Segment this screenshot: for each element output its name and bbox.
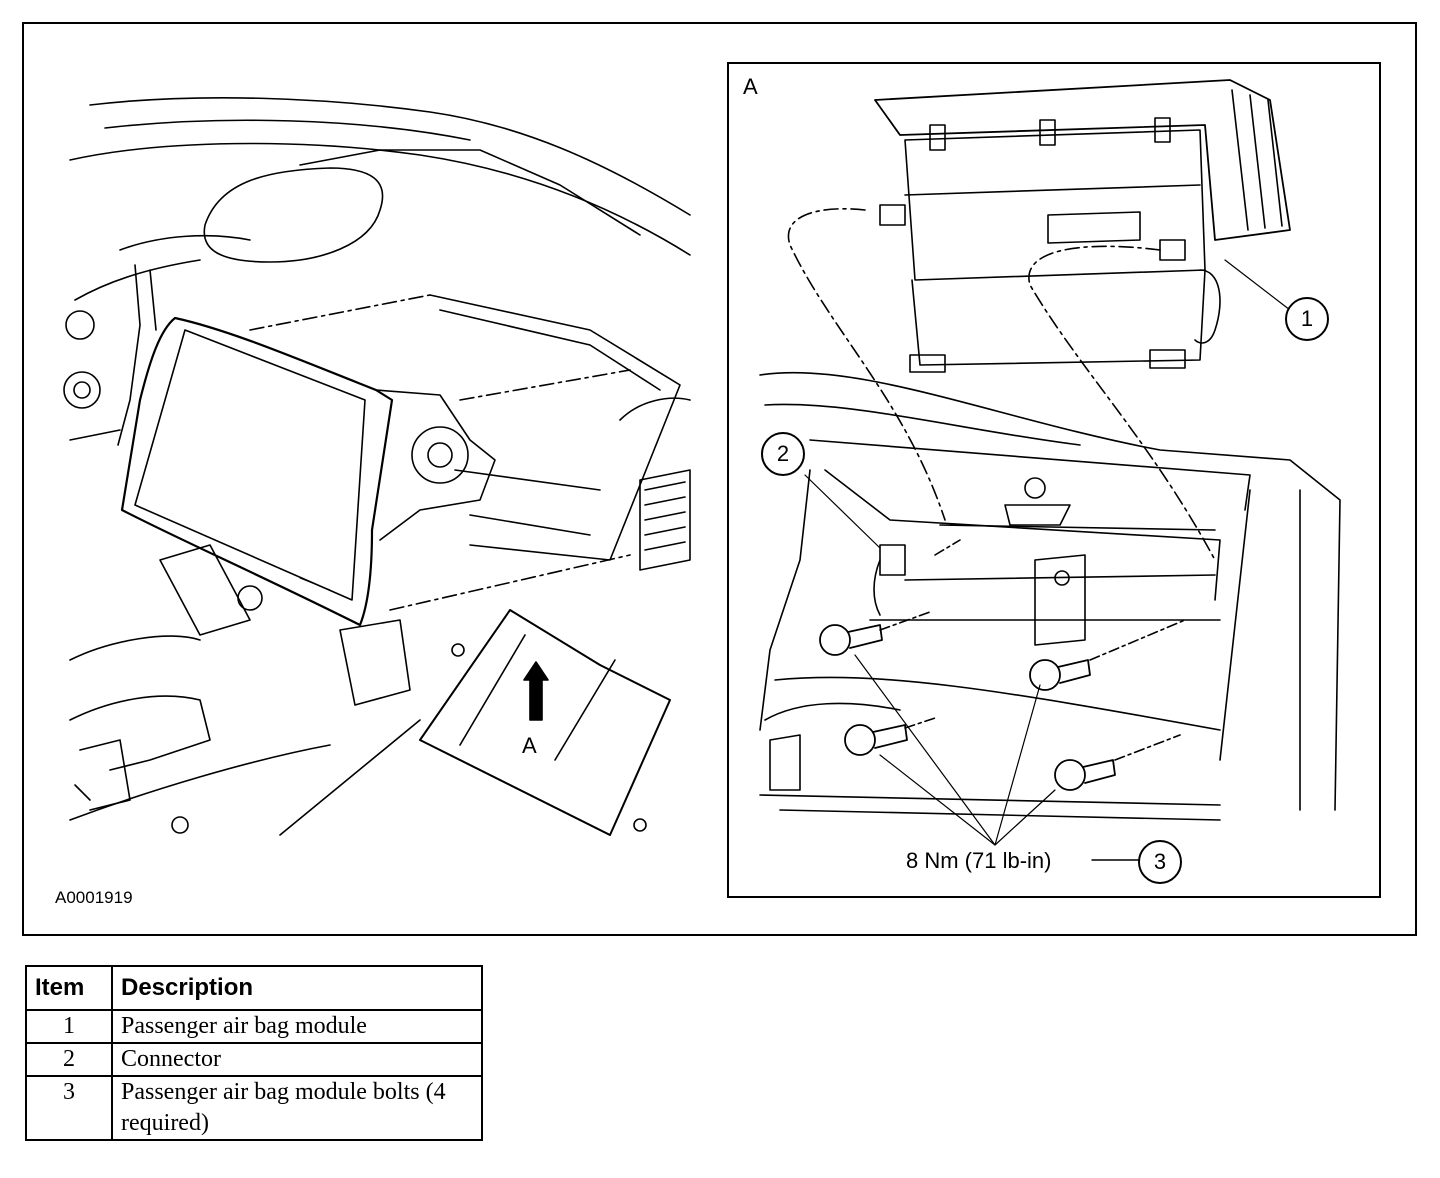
table-row: 3 Passenger air bag module bolts (4 requ… [25,1075,483,1141]
item-number: 1 [25,1009,113,1044]
callout-2: 2 [761,432,805,476]
bolt-group [819,624,1116,791]
description-header: Description [111,965,483,1011]
item-number: 3 [25,1075,113,1141]
item-number: 2 [25,1042,113,1077]
item-description: Connector [111,1042,483,1077]
item-description: Passenger air bag module [111,1009,483,1044]
table-row: 2 Connector [25,1042,483,1077]
figure-id: A0001919 [55,888,133,907]
callout-1: 1 [1285,297,1329,341]
detail-a-label: A [743,74,758,99]
legend-header-row: Item Description [25,965,483,1011]
view-a-label: A [522,733,537,758]
detail-a-illustration [759,79,1341,861]
figure-frame [22,22,1417,936]
table-row: 1 Passenger air bag module [25,1009,483,1044]
item-header: Item [25,965,113,1011]
legend-table: Item Description 1 Passenger air bag mod… [25,965,483,1141]
dashboard-overview [63,97,691,836]
callout-3: 3 [1138,840,1182,884]
torque-spec: 8 Nm (71 lb-in) [906,848,1052,873]
item-description: Passenger air bag module bolts (4 requir… [111,1075,483,1141]
detail-a-frame [727,62,1381,898]
